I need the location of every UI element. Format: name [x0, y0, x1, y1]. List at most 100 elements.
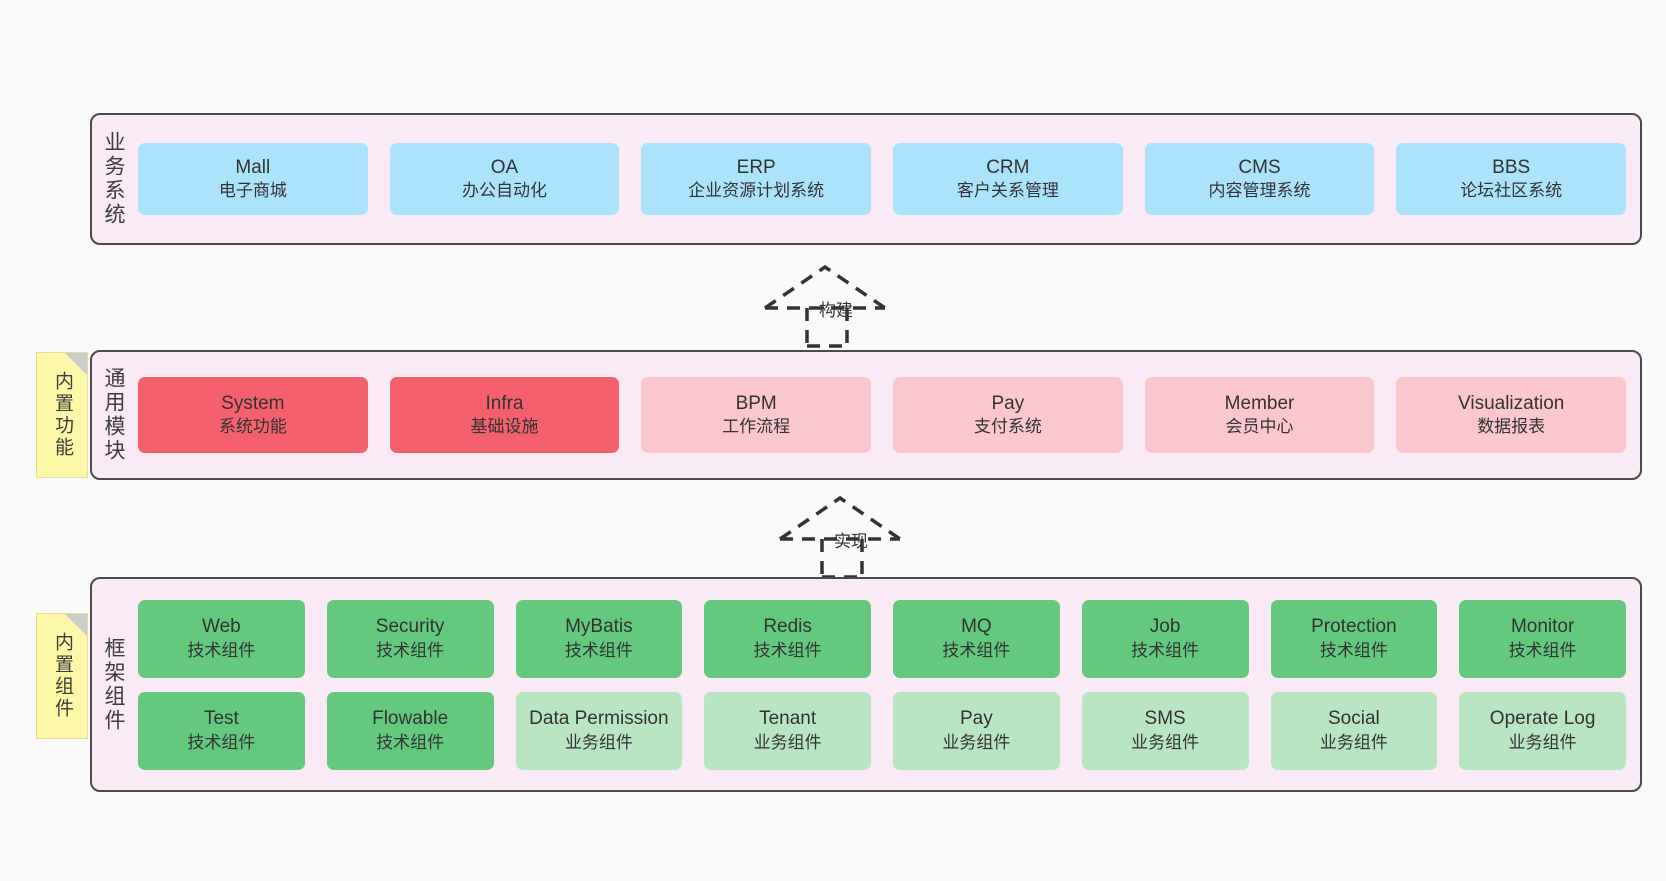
card-title: MyBatis: [565, 616, 633, 638]
card-infra[interactable]: Infra 基础设施: [389, 377, 620, 453]
card-title: Pay: [960, 708, 993, 730]
card-cms[interactable]: CMS 内容管理系统: [1144, 143, 1375, 215]
card-subtitle: 技术组件: [376, 640, 445, 660]
card-redis[interactable]: Redis 技术组件: [704, 599, 871, 678]
card-web[interactable]: Web 技术组件: [138, 599, 305, 678]
common-card-row: System 系统功能 Infra 基础设施 BPM 工作流程 Pay 支付系统…: [138, 377, 1627, 453]
card-mybatis[interactable]: MyBatis 技术组件: [515, 599, 683, 678]
card-title: Monitor: [1510, 616, 1575, 638]
card-subtitle: 论坛社区系统: [1460, 181, 1563, 201]
card-protection[interactable]: Protection 技术组件: [1270, 599, 1438, 678]
card-subtitle: 业务组件: [753, 732, 822, 752]
card-subtitle: 技术组件: [376, 732, 445, 752]
card-subtitle: 技术组件: [187, 640, 256, 660]
card-security[interactable]: Security 技术组件: [326, 599, 494, 678]
card-title: Redis: [763, 616, 812, 638]
card-erp[interactable]: ERP 企业资源计划系统: [641, 143, 872, 215]
layer-framework-body: Web 技术组件 Security 技术组件 MyBatis 技术组件 Redi…: [134, 579, 1640, 790]
card-title: MQ: [961, 616, 992, 638]
layer-business-systems: 业务系统 Mall 电子商城 OA 办公自动化 ERP 企业资源计划系统 CRM…: [90, 113, 1642, 245]
business-card-row: Mall 电子商城 OA 办公自动化 ERP 企业资源计划系统 CRM 客户关系…: [138, 143, 1627, 215]
card-title: Web: [202, 616, 241, 638]
card-subtitle: 电子商城: [218, 181, 287, 201]
card-subtitle: 技术组件: [753, 640, 822, 660]
card-title: Tenant: [759, 708, 817, 730]
card-subtitle: 技术组件: [1319, 640, 1388, 660]
card-flowable[interactable]: Flowable 技术组件: [326, 691, 494, 770]
card-subtitle: 业务组件: [1508, 732, 1577, 752]
card-subtitle: 业务组件: [1319, 732, 1388, 752]
layer-framework-components: 框架组件 Web 技术组件 Security 技术组件 MyBatis 技术组件…: [90, 577, 1642, 792]
framework-card-row-business: Test 技术组件 Flowable 技术组件 Data Permission …: [138, 691, 1626, 770]
card-title: Job: [1149, 616, 1181, 638]
card-bbs[interactable]: BBS 论坛社区系统: [1396, 143, 1627, 215]
card-subtitle: 业务组件: [942, 732, 1011, 752]
card-data-permission[interactable]: Data Permission 业务组件: [515, 691, 683, 770]
layer-common-title: 通用模块: [102, 367, 126, 463]
card-title: Infra: [485, 392, 524, 414]
card-title: OA: [490, 156, 519, 178]
card-subtitle: 技术组件: [564, 640, 633, 660]
card-subtitle: 业务组件: [564, 732, 633, 752]
card-bpm[interactable]: BPM 工作流程: [641, 377, 872, 453]
card-subtitle: 技术组件: [942, 640, 1011, 660]
card-subtitle: 系统功能: [218, 417, 287, 437]
card-oa[interactable]: OA 办公自动化: [389, 143, 620, 215]
card-subtitle: 数据报表: [1477, 417, 1546, 437]
card-sms[interactable]: SMS 业务组件: [1081, 691, 1249, 770]
card-title: SMS: [1144, 708, 1186, 730]
card-title: Member: [1224, 392, 1295, 414]
framework-card-row-technical: Web 技术组件 Security 技术组件 MyBatis 技术组件 Redi…: [138, 599, 1626, 678]
card-visualization[interactable]: Visualization 数据报表: [1396, 377, 1627, 453]
connector-implement: 实现: [772, 487, 942, 579]
card-monitor[interactable]: Monitor 技术组件: [1459, 599, 1626, 678]
card-tenant[interactable]: Tenant 业务组件: [704, 691, 871, 770]
card-title: Pay: [991, 392, 1025, 414]
layer-business-title: 业务系统: [102, 131, 126, 227]
card-social[interactable]: Social 业务组件: [1270, 691, 1438, 770]
card-title: Operate Log: [1489, 708, 1596, 730]
card-test[interactable]: Test 技术组件: [138, 691, 305, 770]
card-subtitle: 会员中心: [1225, 417, 1294, 437]
card-title: BBS: [1492, 156, 1531, 178]
card-subtitle: 业务组件: [1131, 732, 1200, 752]
card-title: Social: [1328, 708, 1380, 730]
card-operate-log[interactable]: Operate Log 业务组件: [1459, 691, 1626, 770]
card-title: ERP: [736, 156, 776, 178]
layer-common-body: System 系统功能 Infra 基础设施 BPM 工作流程 Pay 支付系统…: [134, 352, 1640, 478]
card-crm[interactable]: CRM 客户关系管理: [893, 143, 1123, 215]
card-title: Data Permission: [529, 708, 669, 730]
card-subtitle: 客户关系管理: [956, 181, 1059, 201]
card-title: Flowable: [372, 708, 449, 730]
card-title: Security: [375, 616, 445, 638]
connector-build: 构建: [757, 256, 927, 348]
card-title: CRM: [986, 156, 1030, 178]
card-title: BPM: [735, 392, 777, 414]
card-pay-business[interactable]: Pay 业务组件: [893, 691, 1060, 770]
card-subtitle: 工作流程: [722, 417, 791, 437]
note-label: 内置功能: [51, 371, 73, 459]
card-job[interactable]: Job 技术组件: [1081, 599, 1249, 678]
card-subtitle: 技术组件: [187, 732, 256, 752]
layer-framework-title: 框架组件: [102, 636, 126, 733]
card-subtitle: 支付系统: [973, 417, 1042, 437]
card-subtitle: 办公自动化: [462, 181, 547, 201]
card-title: Protection: [1311, 616, 1397, 638]
card-title: Test: [203, 708, 239, 730]
note-label: 内置组件: [51, 632, 73, 720]
connector-implement-label: 实现: [834, 532, 868, 551]
card-mq[interactable]: MQ 技术组件: [893, 599, 1060, 678]
card-pay[interactable]: Pay 支付系统: [893, 377, 1123, 453]
card-member[interactable]: Member 会员中心: [1144, 377, 1375, 453]
card-subtitle: 企业资源计划系统: [688, 181, 825, 201]
card-title: System: [221, 392, 285, 414]
note-builtin-functions: 内置功能: [36, 352, 88, 478]
card-subtitle: 内容管理系统: [1208, 181, 1311, 201]
card-title: CMS: [1238, 156, 1281, 178]
card-subtitle: 技术组件: [1131, 640, 1200, 660]
card-mall[interactable]: Mall 电子商城: [138, 143, 368, 215]
generalization-arrow-icon: [764, 264, 886, 348]
card-system[interactable]: System 系统功能: [138, 377, 368, 453]
card-title: Visualization: [1458, 392, 1565, 414]
